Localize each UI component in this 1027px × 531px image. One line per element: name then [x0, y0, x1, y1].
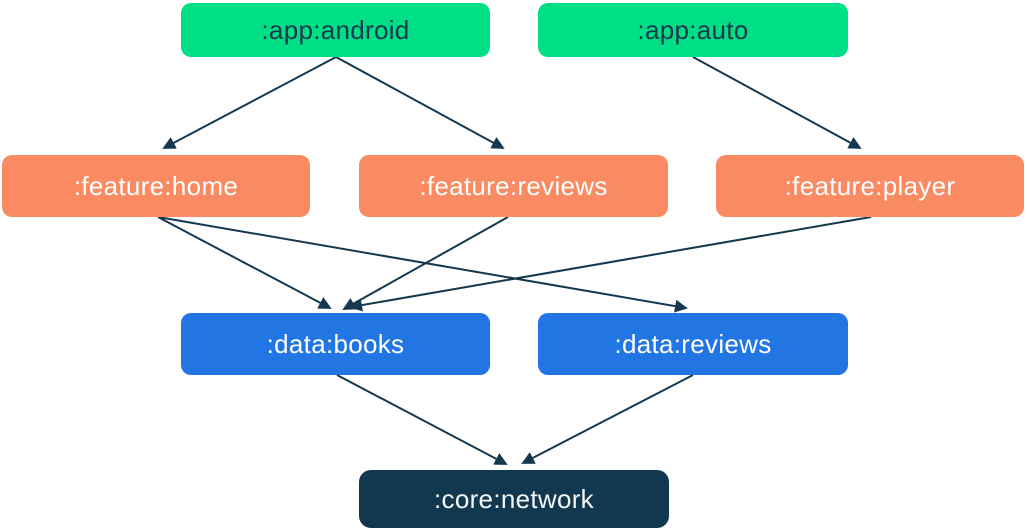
node-feature-player: :feature:player — [716, 155, 1024, 217]
node-feature-home: :feature:home — [2, 155, 310, 217]
node-label: :feature:player — [784, 170, 956, 201]
node-label: :core:network — [434, 483, 594, 514]
node-label: :app:android — [261, 14, 410, 45]
node-label: :app:auto — [637, 14, 749, 45]
node-app-android: :app:android — [181, 3, 490, 57]
edge-app-android-to-feature-reviews — [335, 56, 505, 149]
edge-app-android-to-feature-home — [162, 56, 337, 149]
node-label: :feature:home — [73, 170, 239, 201]
edge-feature-player-to-data-books — [349, 216, 872, 312]
node-app-auto: :app:auto — [538, 3, 848, 57]
edge-app-auto-to-feature-player — [692, 56, 862, 149]
edge-feature-reviews-to-data-books — [342, 216, 509, 310]
edge-data-reviews-to-core-network — [521, 374, 694, 464]
node-label: :feature:reviews — [419, 170, 608, 201]
node-feature-reviews: :feature:reviews — [359, 155, 668, 217]
node-label: :data:reviews — [614, 328, 772, 359]
edge-data-books-to-core-network — [336, 374, 508, 465]
edge-feature-home-to-data-reviews — [157, 216, 688, 313]
node-data-reviews: :data:reviews — [538, 313, 848, 375]
node-label: :data:books — [266, 328, 405, 359]
node-data-books: :data:books — [181, 313, 490, 375]
node-core-network: :core:network — [359, 470, 669, 528]
edge-feature-home-to-data-books — [157, 216, 332, 309]
